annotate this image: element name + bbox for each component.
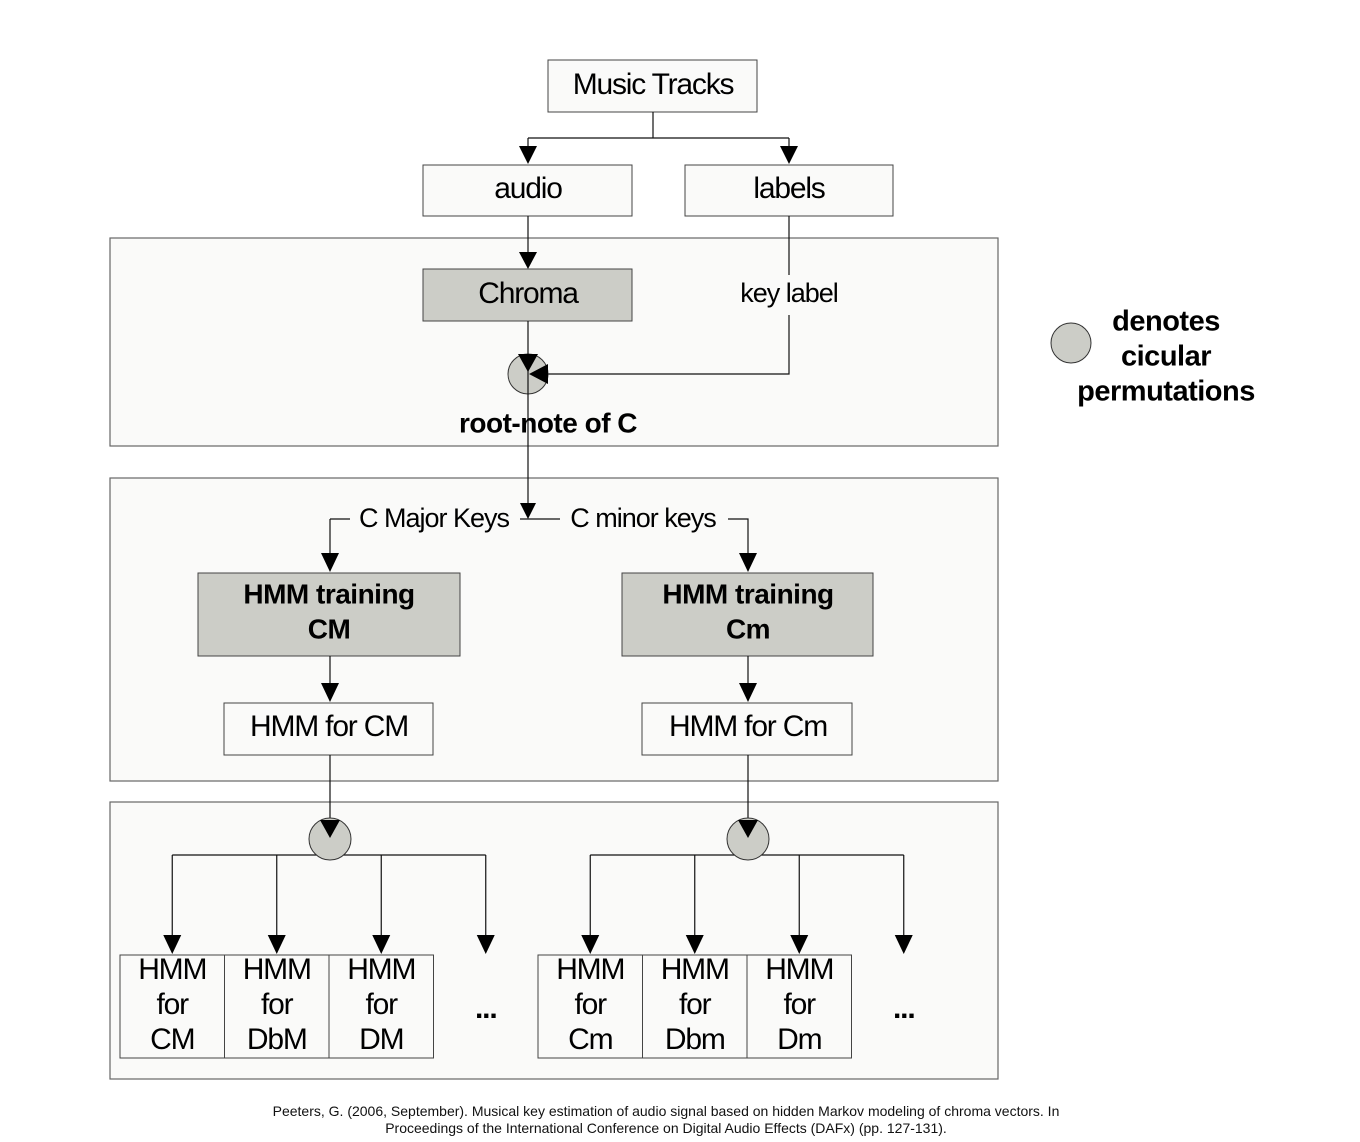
- legend-line-2: cicular: [1121, 341, 1211, 373]
- hmm-training-minor-box: [621, 572, 874, 657]
- arrow-into-permutation-minor: [738, 820, 758, 838]
- key-model-box-major: [328, 954, 434, 1059]
- key-model-label-major: DM: [359, 1023, 403, 1056]
- hmm-training-major-line2: CM: [308, 613, 351, 644]
- ellipsis-minor: ...: [893, 992, 914, 1025]
- key-model-label-minor: for: [679, 988, 712, 1021]
- arrow-to-chroma: [519, 252, 537, 269]
- key-model-label-major: for: [366, 988, 399, 1021]
- key-label-text: key label: [740, 278, 838, 308]
- key-model-label-minor: Dm: [777, 1023, 821, 1056]
- stage3-group: HMMforCMHMMforDbMHMMforDM...HMMforCmHMMf…: [119, 817, 916, 1059]
- key-label-connector: [548, 216, 790, 375]
- key-model-label-minor: Cm: [568, 1023, 612, 1056]
- key-model-label-major: DbM: [247, 1023, 307, 1056]
- audio-label: audio: [494, 172, 562, 205]
- hmm-model-minor-box: [641, 702, 853, 756]
- arrow-to-training-minor: [739, 553, 757, 572]
- key-model-label-major: for: [261, 988, 294, 1021]
- hmm-training-minor-line2: Cm: [726, 613, 770, 644]
- hmm-training-major-box: [197, 572, 461, 657]
- key-model-label-minor: HMM: [556, 953, 624, 986]
- root-note-caption: root-note of C: [459, 407, 637, 438]
- arrow-into-permutation-major: [320, 820, 340, 838]
- labels-label: labels: [753, 172, 824, 205]
- arrow-to-model-major: [321, 683, 339, 702]
- citation-line-1: Peeters, G. (2006, September). Musical k…: [272, 1103, 1060, 1119]
- chroma-label: Chroma: [478, 277, 579, 310]
- legend-line-1: denotes: [1112, 306, 1220, 338]
- hmm-training-minor-line1: HMM training: [662, 578, 833, 609]
- key-model-box-major: [119, 954, 225, 1059]
- arrow-to-model-minor: [790, 935, 809, 954]
- circular-permutation-icon-minor: [726, 817, 770, 861]
- model-to-permutation-lines: [329, 755, 749, 820]
- key-model-label-minor: Dbm: [665, 1023, 725, 1056]
- key-model-label-minor: HMM: [765, 953, 833, 986]
- arrow-to-model-major: [372, 935, 391, 954]
- key-model-box-major: [224, 954, 330, 1059]
- key-model-label-minor: for: [784, 988, 817, 1021]
- training-to-model-lines: [329, 656, 749, 686]
- arrow-to-model-major: [476, 935, 495, 954]
- key-model-box-minor: [642, 954, 748, 1059]
- citation: Peeters, G. (2006, September). Musical k…: [0, 1103, 1332, 1137]
- arrow-to-training-major: [321, 553, 339, 572]
- key-model-box-minor: [746, 954, 852, 1059]
- arrow-key-into-permutation: [529, 364, 548, 384]
- arrow-to-model-major: [163, 935, 182, 954]
- arrow-to-model-minor: [739, 683, 757, 702]
- key-model-label-major: for: [157, 988, 190, 1021]
- arrow-to-audio: [519, 146, 537, 164]
- hmm-model-major-box: [223, 702, 434, 756]
- circular-permutation-icon-major: [308, 817, 352, 861]
- arrow-to-model-minor: [685, 935, 704, 954]
- key-model-label-major: HMM: [347, 953, 415, 986]
- branch-minor-label: C minor keys: [570, 503, 716, 533]
- branch-major-label: C Major Keys: [359, 503, 510, 533]
- legend-circle-icon: [1050, 322, 1092, 364]
- arrow-to-model-major: [267, 935, 286, 954]
- key-model-box-minor: [537, 954, 643, 1059]
- key-model-label-major: HMM: [138, 953, 206, 986]
- arrow-into-stage2: [520, 503, 536, 519]
- split-connector: [527, 112, 790, 150]
- hmm-training-major-line1: HMM training: [243, 578, 414, 609]
- hmm-model-major-label: HMM for CM: [250, 710, 408, 743]
- key-model-label-major: HMM: [243, 953, 311, 986]
- labels-box: [684, 164, 894, 217]
- arrow-chroma-into-permutation: [518, 354, 538, 372]
- key-model-label-minor: HMM: [661, 953, 729, 986]
- music-tracks-box: [547, 59, 758, 113]
- hmm-model-minor-label: HMM for Cm: [669, 710, 827, 743]
- branch-connector: [329, 518, 749, 555]
- music-tracks-label: Music Tracks: [573, 68, 734, 101]
- arrow-to-model-minor: [894, 935, 913, 954]
- ellipsis-major: ...: [475, 992, 496, 1025]
- legend-line-3: permutations: [1077, 376, 1255, 408]
- chroma-box: [422, 268, 633, 322]
- arrow-to-model-minor: [581, 935, 600, 954]
- key-model-label-minor: for: [575, 988, 608, 1021]
- arrow-to-labels: [780, 146, 798, 164]
- audio-box: [422, 164, 633, 217]
- key-model-label-major: CM: [150, 1023, 194, 1056]
- citation-line-2: Proceedings of the International Confere…: [385, 1120, 947, 1136]
